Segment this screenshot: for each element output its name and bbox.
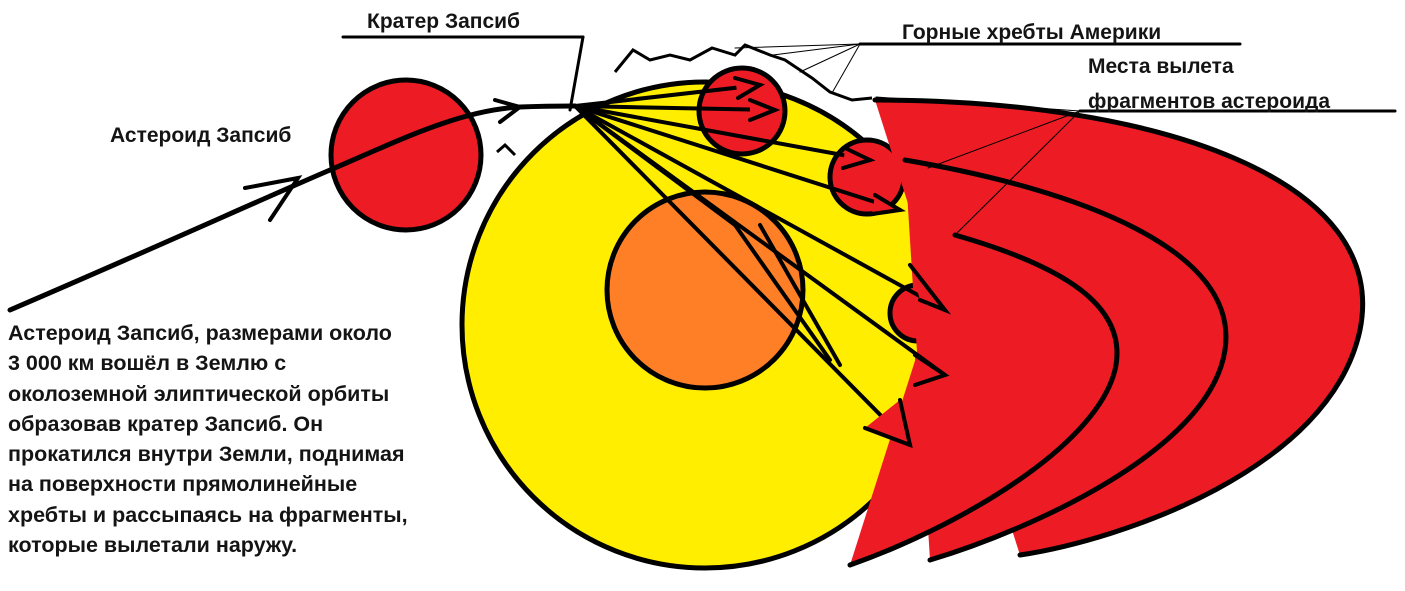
mountains-label: Горные хребты Америки [902,22,1161,43]
description-text: Астероид Запсиб, размерами около 3 000 к… [8,318,498,560]
description-line: на поверхности прямолинейные [8,469,498,499]
description-line: 3 000 км вошёл в Землю с [8,348,498,378]
crater-label: Кратер Запсиб [367,11,520,32]
launch-sites-label-line1: Места вылета [1088,56,1234,77]
description-line: прокатился внутри Земли, поднимая [8,439,498,469]
description-line: образовав кратер Запсиб. Он [8,409,498,439]
description-line: которые вылетали наружу. [8,530,498,560]
earth-core [607,192,803,388]
fragment-orbits [850,100,1363,565]
description-line: околоземной элиптической орбиты [8,379,498,409]
ridge-left [497,145,515,155]
description-line: Астероид Запсиб, размерами около [8,318,498,348]
asteroid-label: Астероид Запсиб [110,125,291,146]
crater-pointer [570,37,583,110]
asteroid-zapsib [331,80,481,230]
description-line: хребты и рассыпаясь на фрагменты, [8,500,498,530]
launch-sites-label-line2: фрагментов астероида [1088,91,1330,112]
